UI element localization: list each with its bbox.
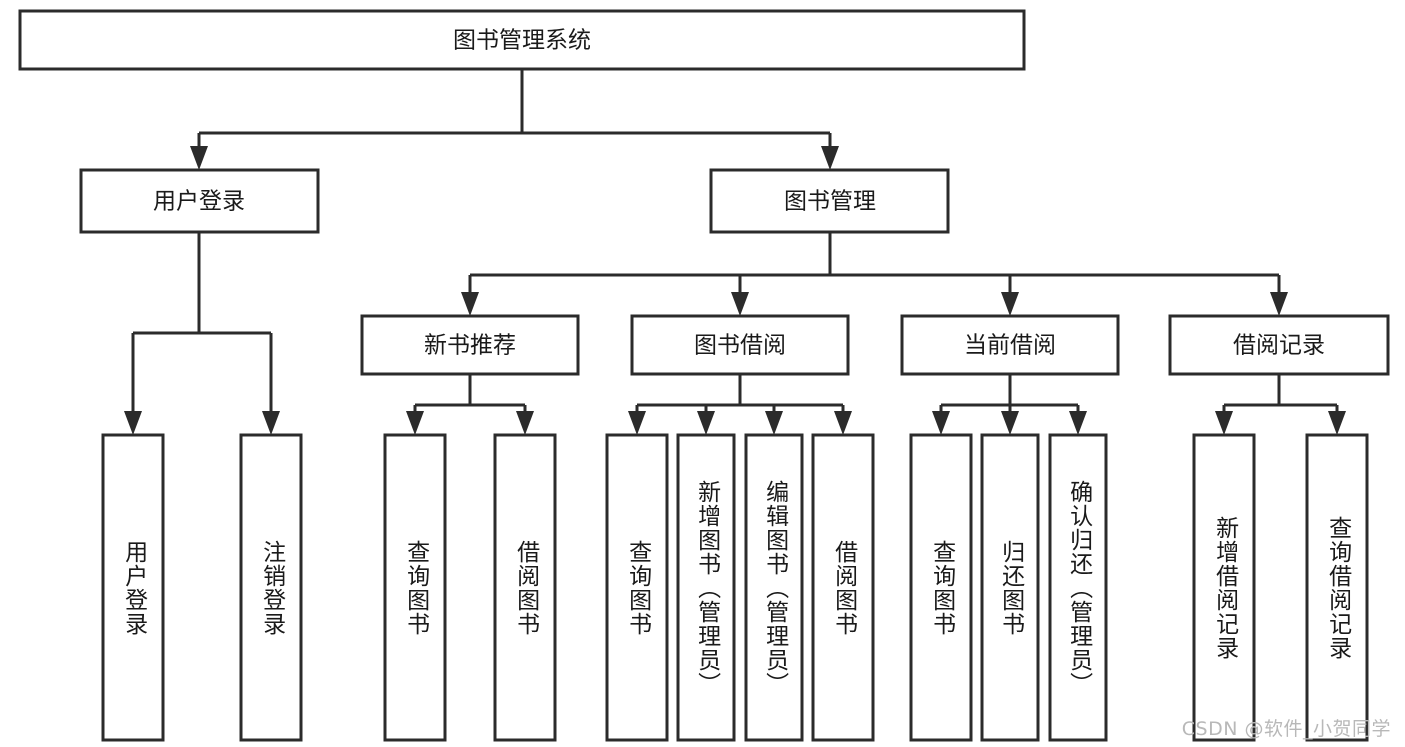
arrowhead-leaf-9 xyxy=(932,411,950,435)
arrowhead-leaf-6 xyxy=(697,411,715,435)
arrowhead-leaf-5 xyxy=(628,411,646,435)
leaf-box-12[interactable] xyxy=(1192,433,1256,742)
arrowhead-leaf-4 xyxy=(516,411,534,435)
arrowhead-leaf-3 xyxy=(406,411,424,435)
leaf-box-10[interactable] xyxy=(980,433,1040,742)
leaf-box-5[interactable] xyxy=(605,433,669,742)
node-user-login-box[interactable] xyxy=(79,168,320,234)
leaf-box-3[interactable] xyxy=(383,433,447,742)
node-layer: 图书管理系统 用户登录 图书管理 新书推荐 图书借阅 当前借阅 借阅记录 xyxy=(18,9,1390,742)
node-root-box[interactable] xyxy=(18,9,1026,71)
arrowhead-leaf-12 xyxy=(1215,411,1233,435)
node-borrow-record-box[interactable] xyxy=(1168,314,1390,376)
node-current-borrow-label: 当前借阅 xyxy=(964,333,1056,359)
arrowhead-book-borrow xyxy=(731,292,749,316)
node-book-management-label: 图书管理 xyxy=(784,189,876,215)
node-book-borrow-label: 图书借阅 xyxy=(694,333,786,359)
leaf-box-4[interactable] xyxy=(493,433,557,742)
arrowhead-leaf-2 xyxy=(262,411,280,435)
arrowhead-current-borrow xyxy=(1001,292,1019,316)
leaf-box-7[interactable] xyxy=(744,433,804,742)
node-new-book-recommend-box[interactable] xyxy=(360,314,580,376)
node-book-management-box[interactable] xyxy=(709,168,950,234)
leaf-box-11[interactable] xyxy=(1048,433,1108,742)
leaf-box-6[interactable] xyxy=(676,433,736,742)
connector-layer xyxy=(124,69,1346,435)
arrowhead-leaf-11 xyxy=(1069,411,1087,435)
arrowhead-leaf-7 xyxy=(765,411,783,435)
arrowhead-leaf-13 xyxy=(1328,411,1346,435)
node-current-borrow-box[interactable] xyxy=(900,314,1120,376)
node-root-label: 图书管理系统 xyxy=(453,28,591,54)
arrowhead-new-book-rec xyxy=(461,292,479,316)
node-user-login-label: 用户登录 xyxy=(153,189,245,215)
arrowhead-leaf-10 xyxy=(1001,411,1019,435)
arrowhead-book-mgmt xyxy=(821,146,839,170)
leaf-box-13[interactable] xyxy=(1305,433,1369,742)
arrowhead-leaf-1 xyxy=(124,411,142,435)
node-book-borrow-box[interactable] xyxy=(630,314,850,376)
node-new-book-recommend-label: 新书推荐 xyxy=(424,333,516,359)
node-borrow-record-label: 借阅记录 xyxy=(1233,333,1325,359)
csdn-watermark: CSDN @软件_小贺同学 xyxy=(1181,718,1391,740)
arrowhead-user-login xyxy=(190,146,208,170)
leaf-box-2[interactable] xyxy=(239,433,303,742)
arrowhead-leaf-8 xyxy=(834,411,852,435)
arrowhead-borrow-record xyxy=(1270,292,1288,316)
leaf-box-9[interactable] xyxy=(909,433,973,742)
leaf-box-1[interactable] xyxy=(101,433,165,742)
leaf-box-8[interactable] xyxy=(811,433,875,742)
